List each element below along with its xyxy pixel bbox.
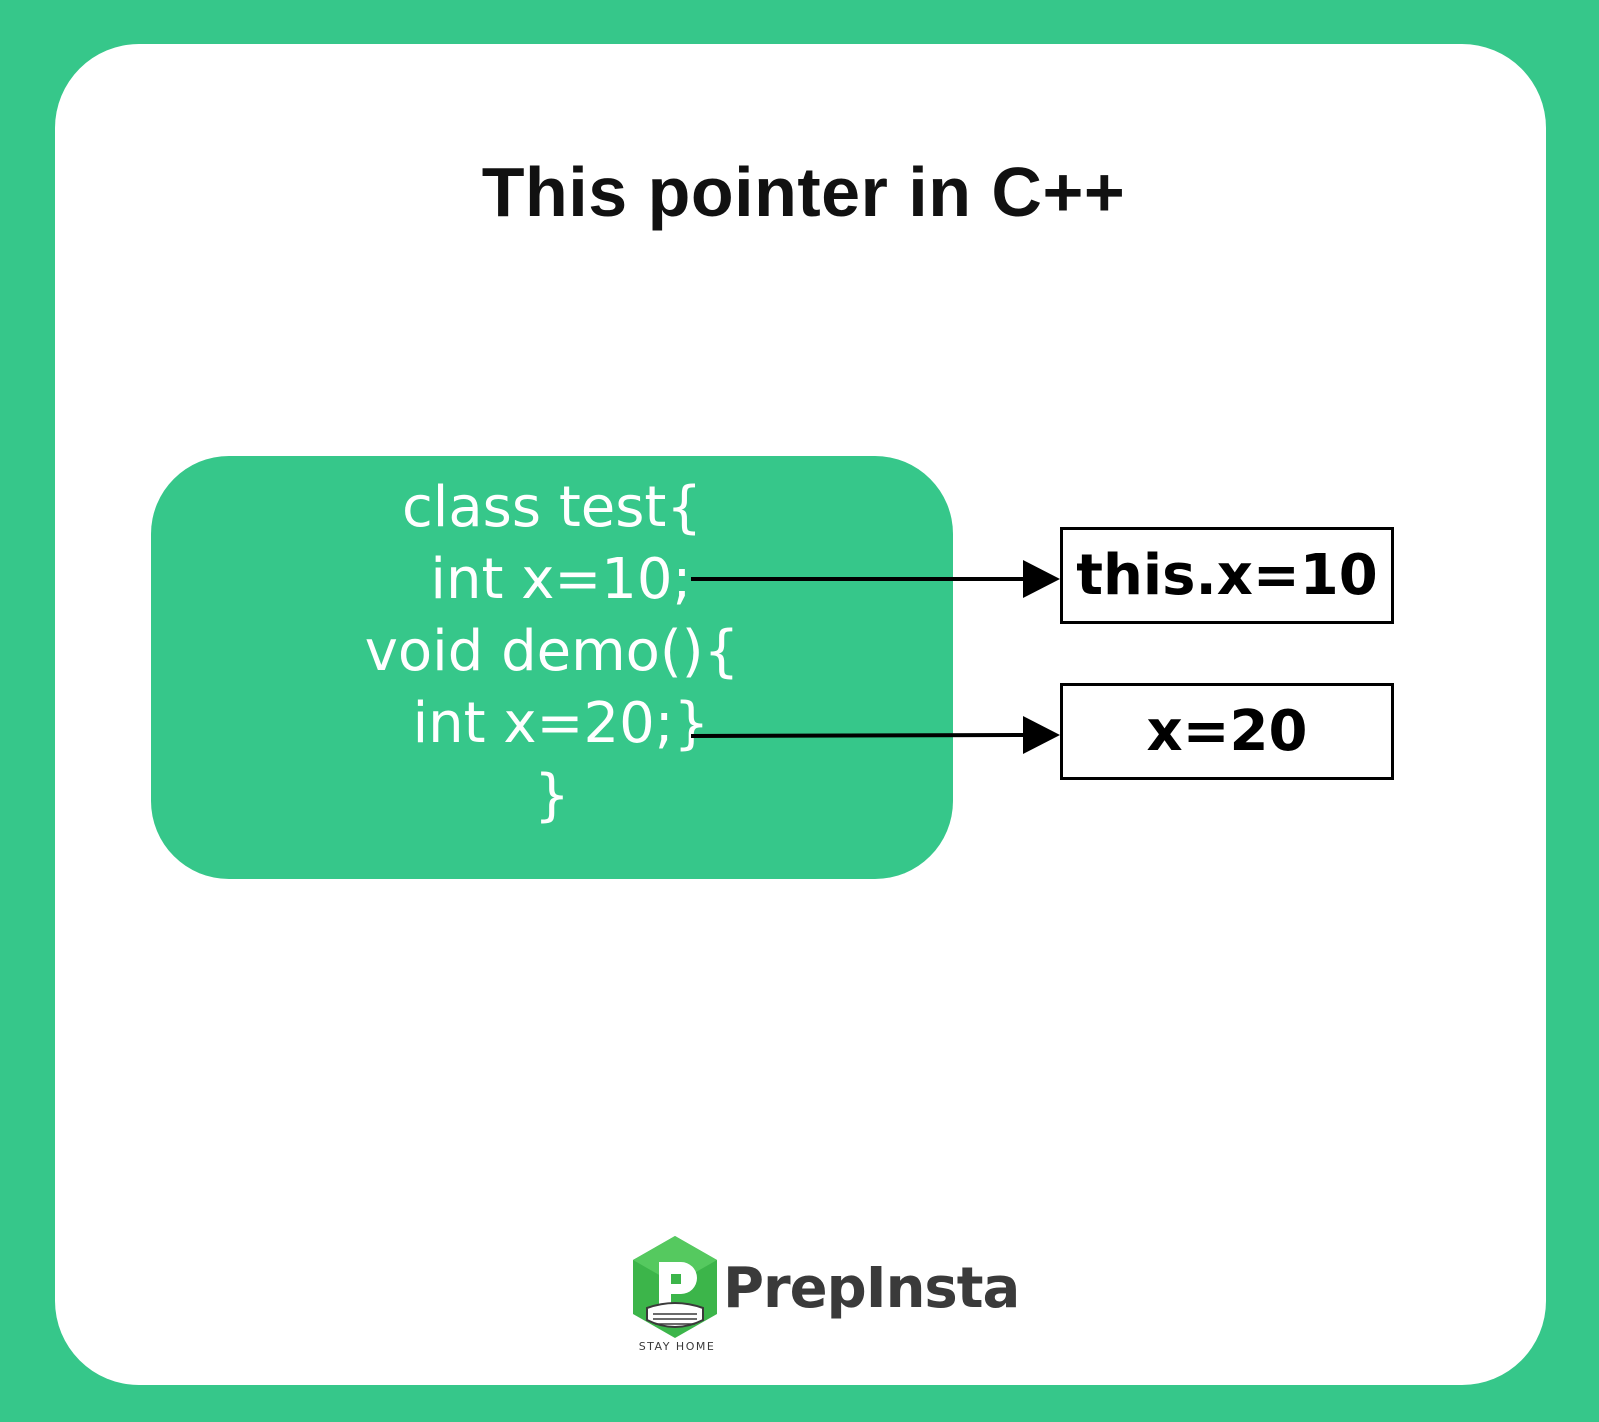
code-line-class-close: } <box>534 763 570 828</box>
class-code-block: class test{ int x=10; void demo(){ int x… <box>151 456 953 879</box>
pointer-arrows <box>690 560 1060 754</box>
code-line-class-declaration: class test{ <box>402 475 702 540</box>
code-line-local-variable: int x=20;} <box>394 691 710 756</box>
logo-name: PrepInsta <box>723 1256 1020 1321</box>
arrow-head-member <box>1023 560 1060 598</box>
logo-hexagon-icon <box>633 1236 717 1338</box>
preplnsta-logo: PrepInsta STAY HOME <box>625 1234 1025 1364</box>
diagram-card: This pointer in C++ class test{ int x=10… <box>55 44 1546 1385</box>
local-value-box: x=20 <box>1060 683 1394 780</box>
code-line-method-declaration: void demo(){ <box>364 619 740 684</box>
arrow-line-local <box>690 733 1024 738</box>
page-title: This pointer in C++ <box>481 153 1126 231</box>
code-line-member-variable: int x=10; <box>412 547 692 612</box>
logo-tagline: STAY HOME <box>638 1340 716 1353</box>
member-value-box: this.x=10 <box>1060 527 1394 624</box>
arrow-head-local <box>1023 716 1060 754</box>
